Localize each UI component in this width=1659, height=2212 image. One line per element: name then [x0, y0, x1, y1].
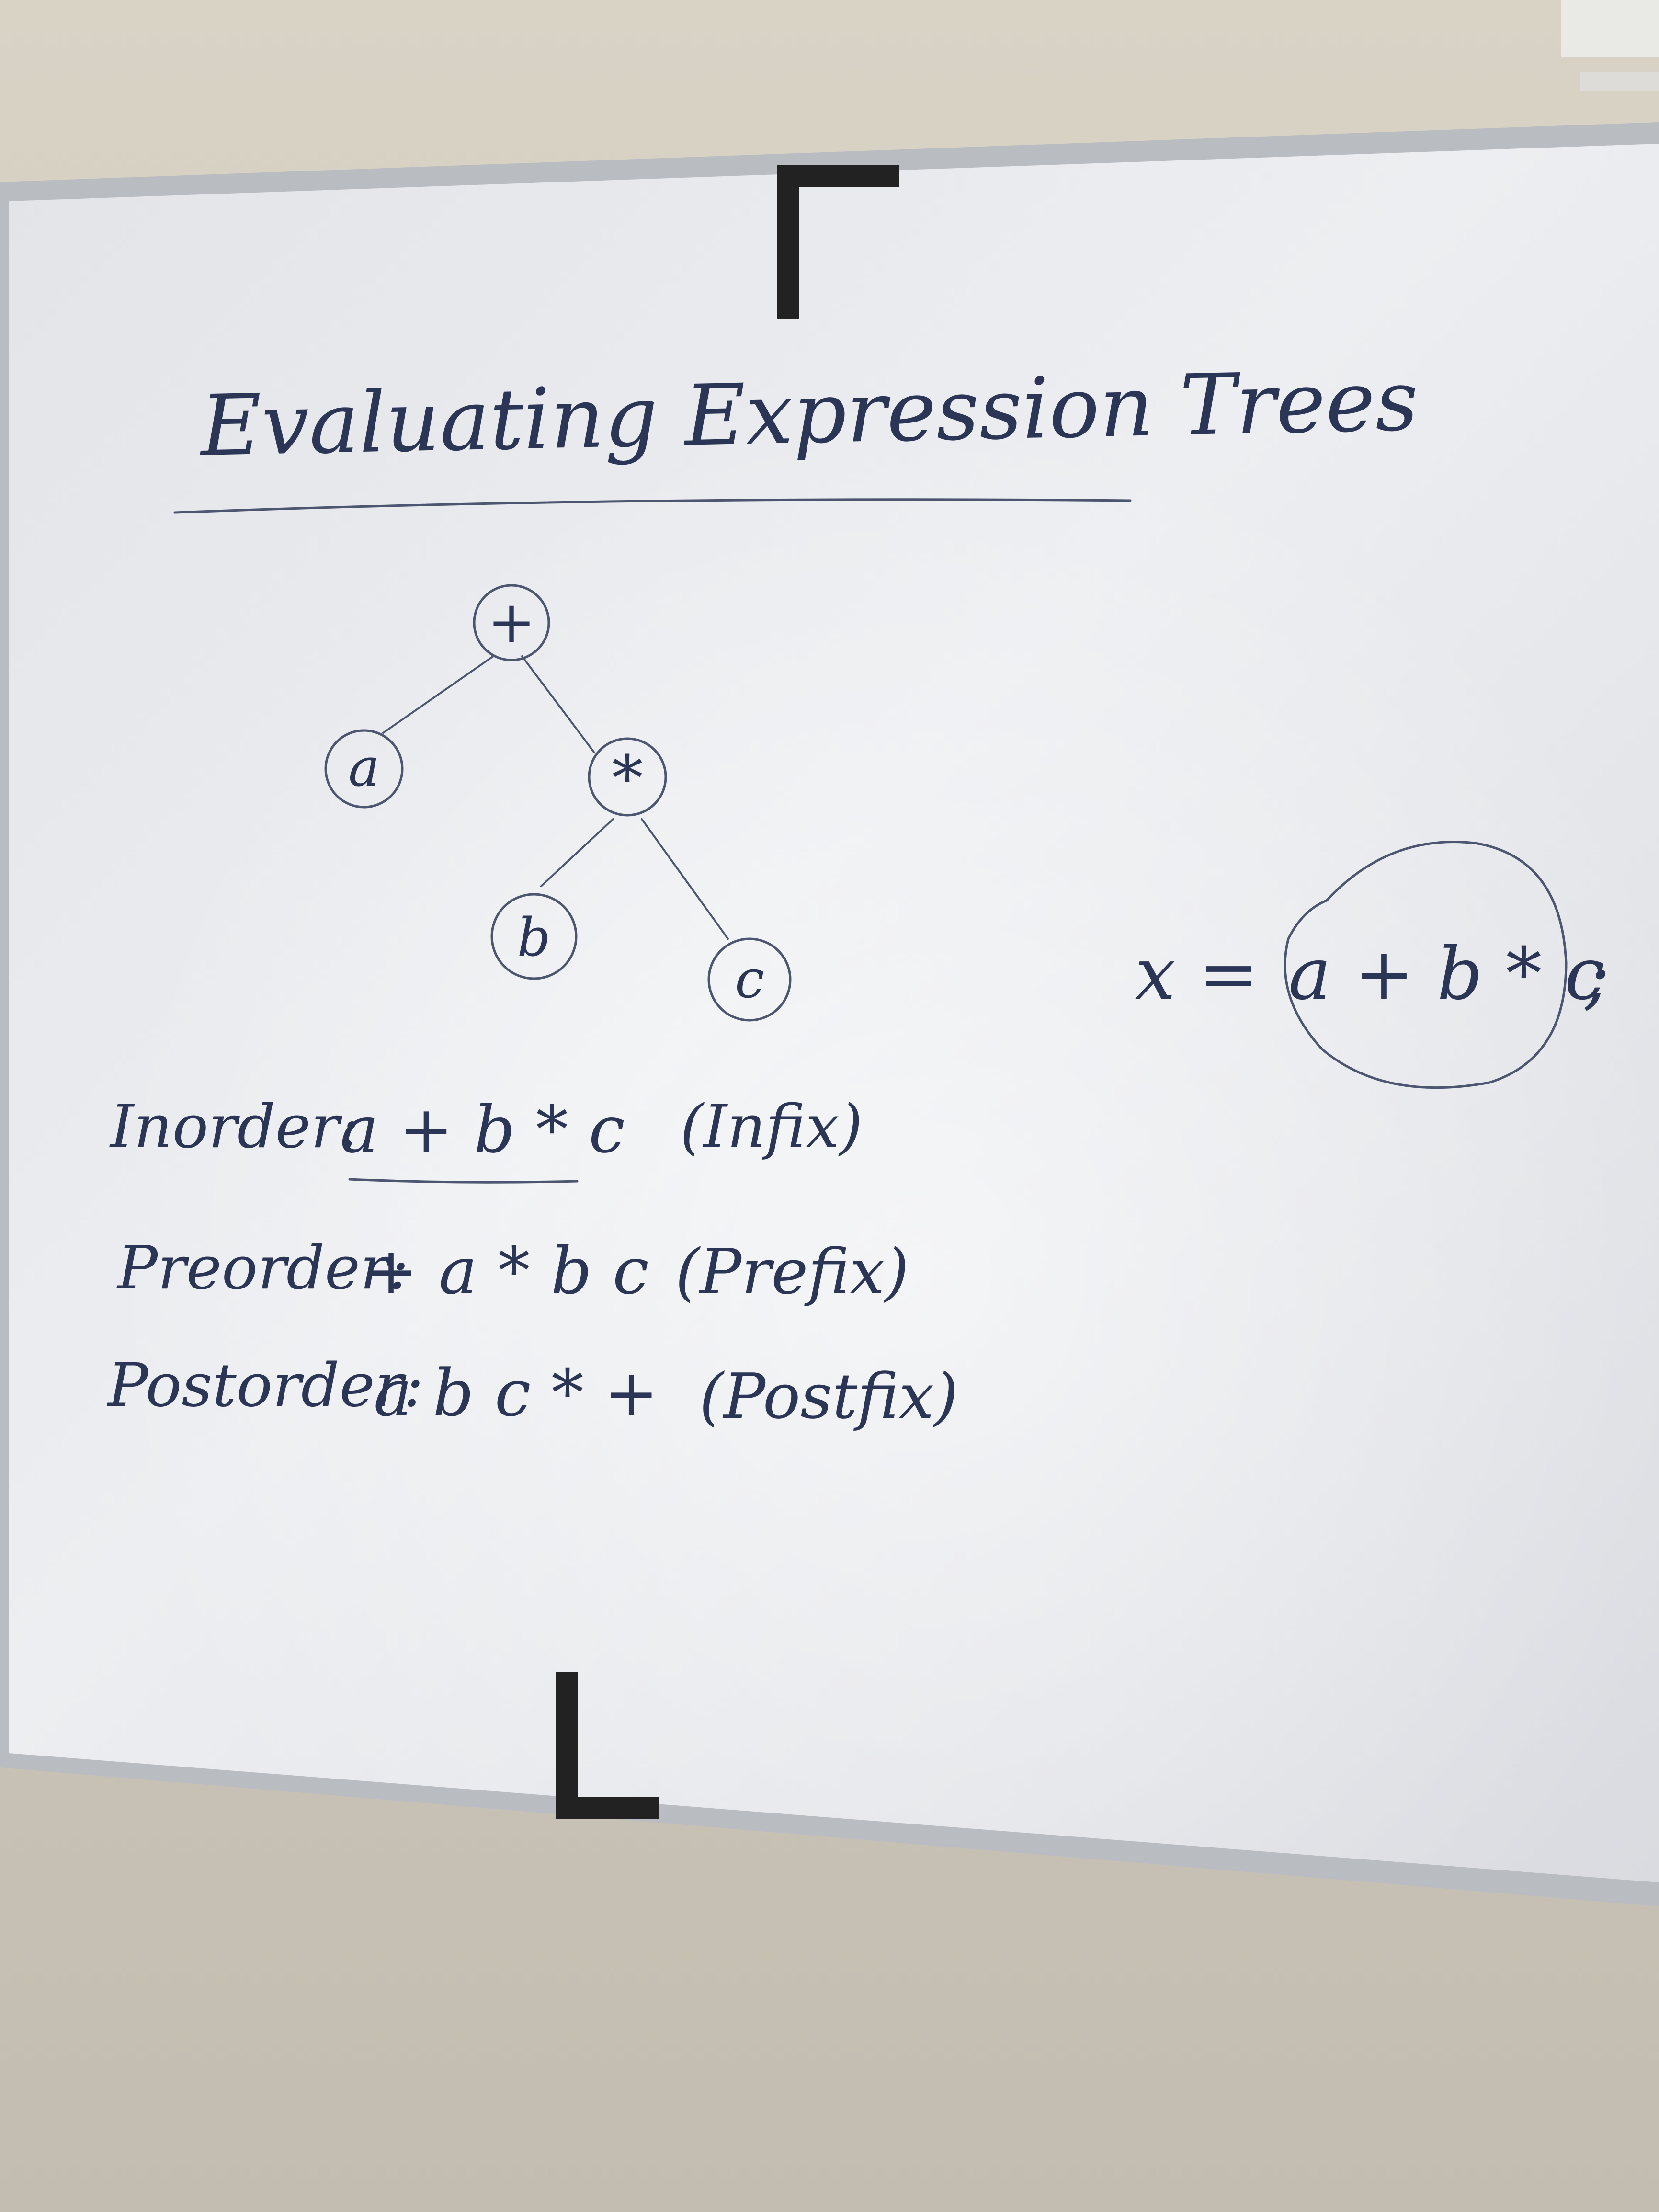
tape-mark-bottom: [556, 1672, 659, 1819]
traversal-preorder: Preorder: + a * b c (Prefix): [116, 1233, 909, 1309]
statement-terminator: ;: [1584, 935, 1610, 1018]
assignment-statement: x = a + b * c ;: [1135, 841, 1610, 1089]
tree-node-root-label: +: [488, 589, 536, 656]
wall-fixture: [1561, 0, 1659, 91]
tape-mark-top: [777, 165, 899, 319]
traversal-notation: (Prefix): [675, 1235, 909, 1308]
traversal-expression: a + b * c: [340, 1092, 625, 1167]
traversal-list: Inorder: a + b * c (Infix) Preorder: + a…: [107, 1092, 958, 1433]
traversal-notation: (Infix): [680, 1092, 863, 1162]
tree-edge: [641, 818, 729, 940]
traversal-label: Postorder:: [107, 1351, 424, 1420]
tree-edge: [382, 655, 494, 734]
traversal-expression: + a * b c: [364, 1233, 649, 1309]
tree-node-operator: [588, 737, 667, 817]
tree-node-operator-right: [707, 937, 792, 1022]
expression-circle: [1284, 841, 1568, 1089]
tree-node-operator-label: *: [612, 742, 643, 815]
statement-rhs: a + b * c: [1288, 933, 1605, 1016]
statement-lhs: x =: [1135, 933, 1259, 1016]
expression-tree: + a * b c: [324, 584, 792, 1022]
tree-edge: [521, 655, 595, 753]
tree-node-operator-left: [490, 893, 578, 980]
inorder-underline: [348, 1178, 579, 1184]
traversal-postorder: Postorder: a b c * + (Postfix): [107, 1351, 958, 1433]
tree-edge: [540, 818, 614, 887]
traversal-label: Inorder:: [109, 1092, 360, 1162]
tree-node-operator-right-label: c: [735, 948, 764, 1010]
traversal-label: Preorder:: [116, 1233, 409, 1303]
traversal-expression: a b c * +: [374, 1356, 659, 1431]
traversal-notation: (Postfix): [699, 1360, 958, 1433]
tree-node-operator-left-label: b: [517, 907, 551, 968]
traversal-inorder: Inorder: a + b * c (Infix): [109, 1092, 863, 1184]
tree-node-root: [473, 584, 550, 661]
tree-node-left-leaf-label: a: [348, 737, 380, 798]
tree-node-left-leaf: [324, 729, 404, 809]
whiteboard-glare: [9, 144, 1659, 1882]
title-underline: [173, 498, 1132, 514]
